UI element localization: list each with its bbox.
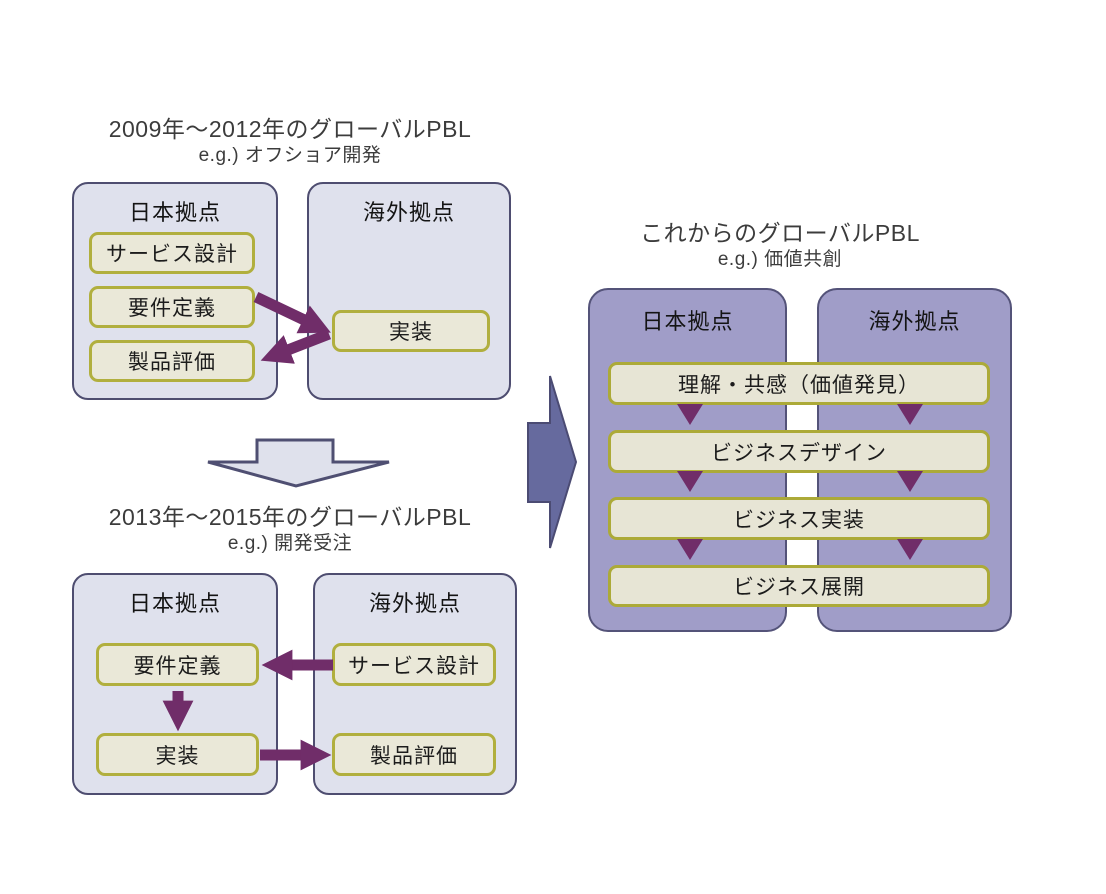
era2-task-implementation: 実装 <box>96 733 259 776</box>
era1-task-implementation: 実装 <box>332 310 490 352</box>
era2-overseas-base-box: 海外拠点 サービス設計 製品評価 <box>313 573 517 795</box>
big-right-arrow-icon <box>527 375 578 549</box>
era1-task-service-design: サービス設計 <box>89 232 255 274</box>
era1-title-block: 2009年〜2012年のグローバルPBL e.g.) オフショア開発 <box>60 114 520 168</box>
era1-example: e.g.) オフショア開発 <box>198 145 382 166</box>
era1-title: 2009年〜2012年のグローバルPBL <box>108 116 472 142</box>
era1-task-product-evaluation: 製品評価 <box>89 340 255 382</box>
era2-task-product-evaluation: 製品評価 <box>332 733 496 776</box>
era1-japan-base-box: 日本拠点 サービス設計 要件定義 製品評価 <box>72 182 278 400</box>
era2-japan-base-box: 日本拠点 要件定義 実装 <box>72 573 278 795</box>
era1-japan-header: 日本拠点 <box>128 200 221 225</box>
future-stage-business-implementation: ビジネス実装 <box>608 497 990 540</box>
transition-down-arrow-icon <box>207 438 390 488</box>
era2-japan-header: 日本拠点 <box>128 591 221 616</box>
era2-title-block: 2013年〜2015年のグローバルPBL e.g.) 開発受注 <box>60 502 520 556</box>
future-example: e.g.) 価値共創 <box>717 249 843 270</box>
future-title-block: これからのグローバルPBL e.g.) 価値共創 <box>550 218 1010 272</box>
era2-task-service-design: サービス設計 <box>332 643 496 686</box>
era2-example: e.g.) 開発受注 <box>227 533 353 554</box>
era2-task-requirements: 要件定義 <box>96 643 259 686</box>
future-title: これからのグローバルPBL <box>640 220 920 246</box>
era2-overseas-header: 海外拠点 <box>368 591 461 616</box>
era1-overseas-header: 海外拠点 <box>362 200 455 225</box>
future-overseas-header: 海外拠点 <box>868 309 961 334</box>
era1-overseas-base-box: 海外拠点 実装 <box>307 182 511 400</box>
future-stage-business-design: ビジネスデザイン <box>608 430 990 473</box>
era2-title: 2013年〜2015年のグローバルPBL <box>108 504 472 530</box>
future-stage-understanding-empathy: 理解・共感（価値発見） <box>608 362 990 405</box>
future-stage-business-deployment: ビジネス展開 <box>608 565 990 607</box>
future-japan-header: 日本拠点 <box>641 309 734 334</box>
era1-task-requirements: 要件定義 <box>89 286 255 328</box>
